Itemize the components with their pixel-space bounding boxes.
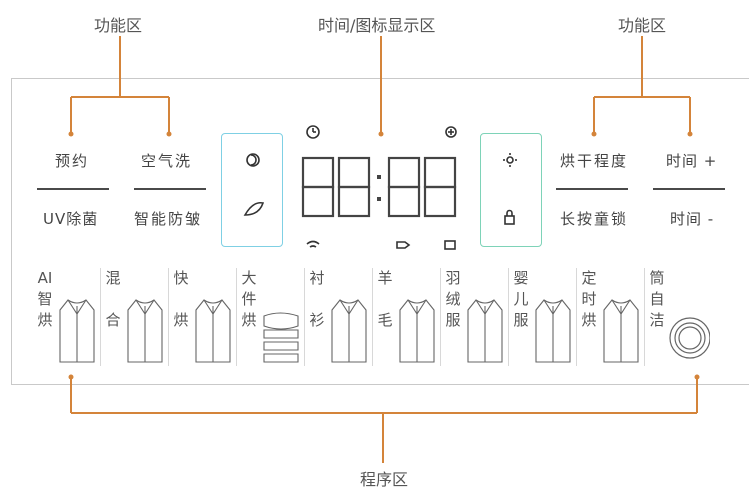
- program-button[interactable]: 快 烘: [172, 268, 234, 366]
- moon-icon: [246, 153, 260, 167]
- time-display: [243, 125, 517, 250]
- uv-sterilize-button[interactable]: UV除菌: [43, 210, 99, 228]
- divider: [556, 188, 628, 190]
- dress-shirt-icon: [331, 299, 367, 363]
- program-separator: [372, 268, 373, 366]
- divider: [37, 188, 109, 190]
- sun-icon: [503, 153, 517, 167]
- clock-icon: [306, 125, 320, 139]
- program-button[interactable]: 羽 绒 服: [444, 268, 506, 366]
- child-lock-button[interactable]: 长按童锁: [560, 210, 629, 228]
- display-right-frame: [480, 133, 542, 247]
- sweater-icon: [399, 299, 435, 363]
- air-wash-button[interactable]: 空气洗: [141, 152, 193, 170]
- program-label: 衬 衫: [309, 269, 325, 329]
- callout-function-right: 功能区: [618, 16, 667, 35]
- program-label: 定 时 烘: [581, 269, 597, 329]
- program-label: AI 智 烘: [37, 269, 53, 329]
- program-button[interactable]: 大 件 烘: [240, 268, 302, 366]
- program-button[interactable]: 婴 儿 服: [512, 268, 574, 366]
- anti-wrinkle-button[interactable]: 智能防皱: [134, 210, 203, 228]
- callout-display: 时间/图标显示区: [318, 16, 436, 35]
- down-jacket-icon: [467, 299, 503, 363]
- program-label: 筒 自 洁: [649, 269, 665, 329]
- program-button[interactable]: 衬 衫: [308, 268, 370, 366]
- display-left-frame: [221, 133, 283, 247]
- jacket-icon: [127, 299, 163, 363]
- drum-icon: [669, 317, 710, 359]
- program-label: 大 件 烘: [241, 269, 257, 329]
- program-label: 混 合: [105, 269, 121, 329]
- program-label: 快 烘: [173, 269, 189, 329]
- baby-clothes-icon: [535, 299, 571, 363]
- program-button[interactable]: 羊 毛: [376, 268, 438, 366]
- program-button[interactable]: 定 时 烘: [580, 268, 642, 366]
- time-plus-button[interactable]: 时间 +: [666, 152, 718, 170]
- program-label: 羽 绒 服: [445, 269, 461, 329]
- divider: [653, 188, 725, 190]
- callout-program: 程序区: [360, 470, 409, 489]
- wifi-icon: [306, 240, 320, 248]
- divider: [134, 188, 206, 190]
- program-button[interactable]: 混 合: [104, 268, 166, 366]
- bedding-icon: [263, 312, 299, 363]
- child-lock-icon: [445, 126, 457, 138]
- program-separator: [168, 268, 169, 366]
- program-label: 婴 儿 服: [513, 269, 529, 329]
- leaf-icon: [243, 201, 265, 216]
- program-separator: [440, 268, 441, 366]
- callout-function-left: 功能区: [94, 16, 143, 35]
- program-separator: [304, 268, 305, 366]
- suit-icon: [59, 299, 95, 363]
- program-separator: [576, 268, 577, 366]
- program-separator: [508, 268, 509, 366]
- shirt-icon: [195, 299, 231, 363]
- program-separator: [236, 268, 237, 366]
- timed-shirt-icon: [603, 299, 639, 363]
- tag-icon: [396, 241, 411, 249]
- program-button[interactable]: 筒 自 洁: [648, 268, 710, 366]
- lock-small-icon: [504, 209, 515, 225]
- program-label: 羊 毛: [377, 269, 393, 329]
- program-separator: [644, 268, 645, 366]
- card-icon: [444, 240, 456, 250]
- program-button[interactable]: AI 智 烘: [36, 268, 98, 366]
- program-separator: [100, 268, 101, 366]
- dry-level-button[interactable]: 烘干程度: [560, 152, 629, 170]
- reserve-button[interactable]: 预约: [55, 152, 90, 170]
- time-minus-button[interactable]: 时间 -: [670, 210, 715, 228]
